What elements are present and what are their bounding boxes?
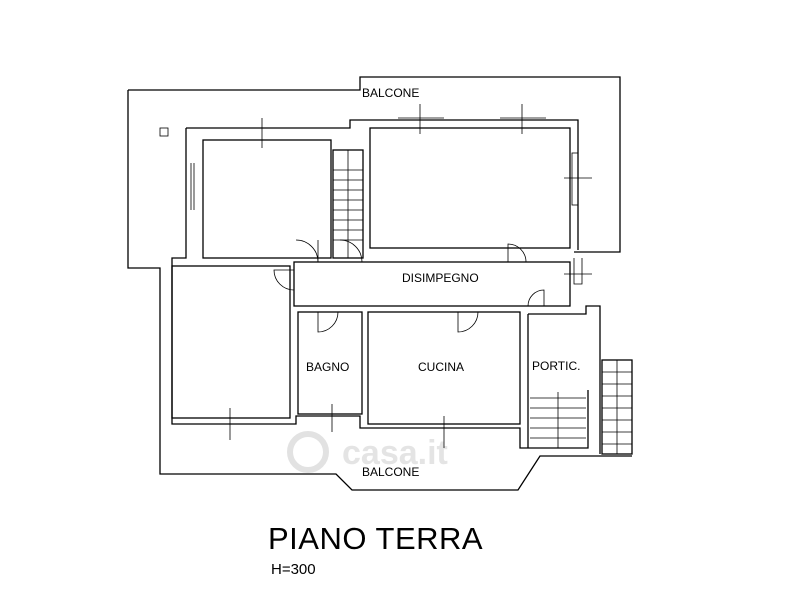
label-disimpegno: DISIMPEGNO [402, 271, 479, 285]
room-bagno [297, 311, 363, 415]
window-markers [210, 104, 592, 448]
corridor [293, 261, 571, 307]
label-bagno: BAGNO [306, 360, 349, 374]
label-balcone-bottom: BALCONE [362, 465, 419, 479]
window-right [571, 152, 579, 206]
doors [273, 239, 583, 333]
staircase-top [332, 149, 364, 259]
ceiling-height-label: H=300 [271, 561, 316, 578]
label-balcone-top: BALCONE [362, 86, 419, 100]
room-bottom-left [171, 265, 291, 419]
watermark-text: casa.it [342, 434, 448, 472]
room-top-left [202, 139, 332, 259]
label-portico: PORTIC. [532, 359, 580, 373]
staircase-exterior [601, 359, 633, 455]
room-top-right [369, 127, 571, 249]
top-balcony-edge [128, 76, 621, 253]
chimney-marker [159, 127, 169, 137]
label-cucina: CUCINA [418, 360, 464, 374]
outer-balcony-outline [127, 90, 632, 491]
watermark: casa.it [287, 431, 448, 473]
plan-title: PIANO TERRA [268, 521, 484, 556]
room-portico [527, 305, 601, 454]
building-shell [171, 128, 589, 449]
staircase-portico [530, 392, 586, 448]
